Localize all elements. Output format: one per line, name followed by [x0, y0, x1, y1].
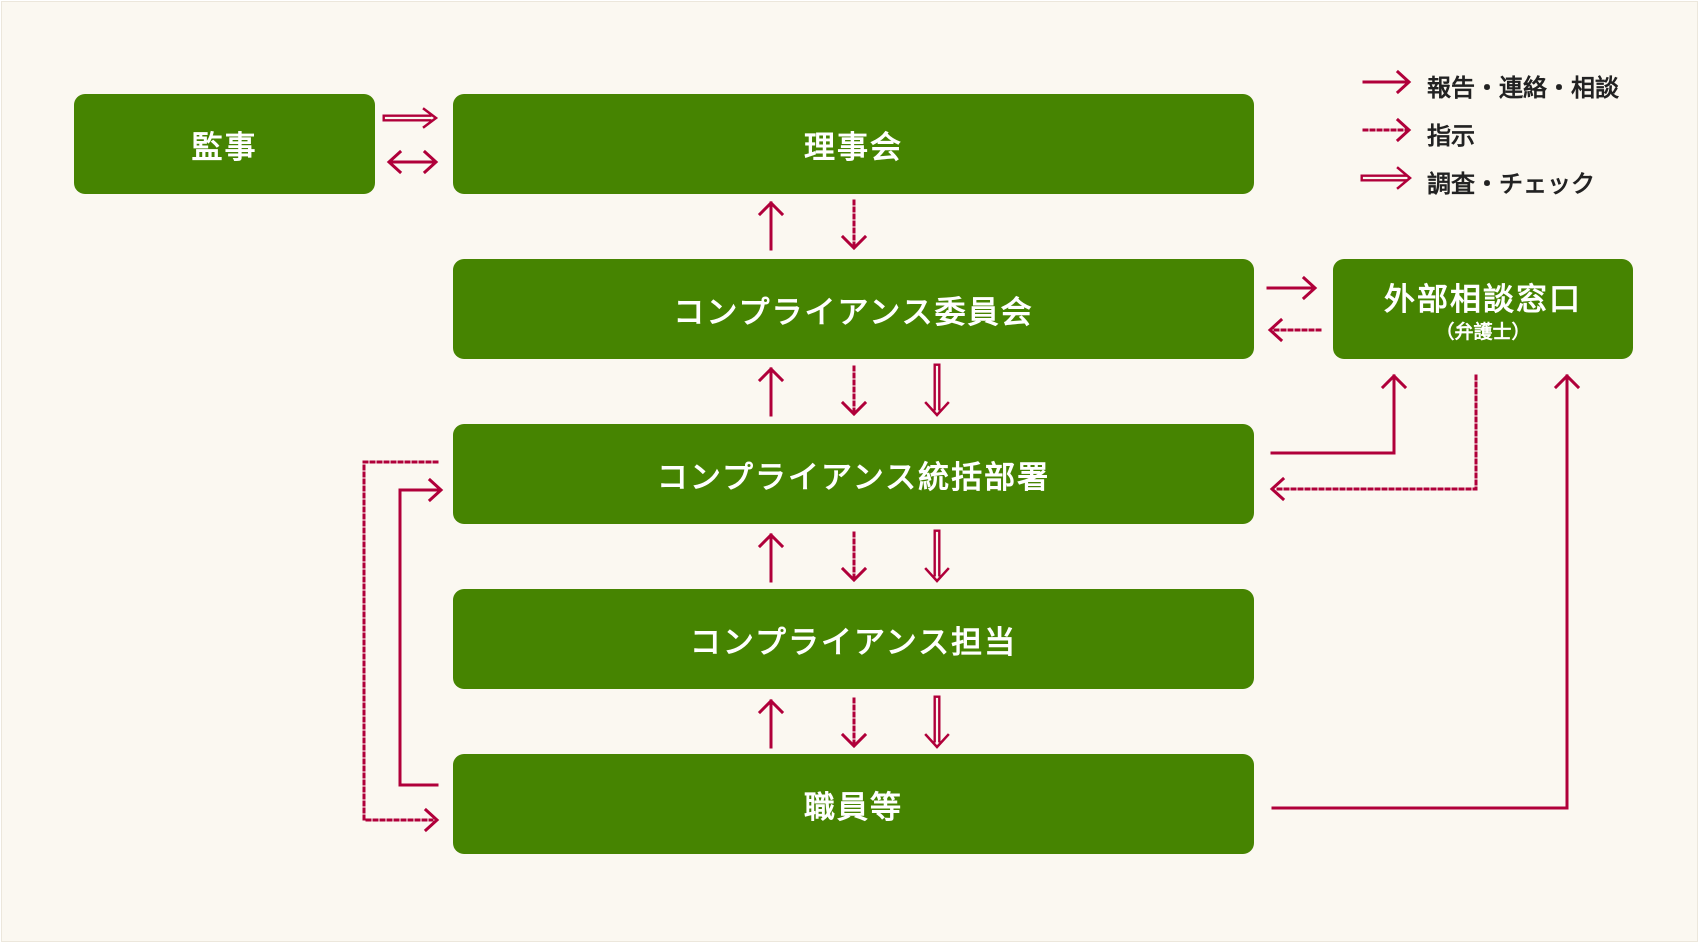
report-arrow-committee-to-board: [757, 200, 785, 251]
report-arrow-staff-to-external: [1271, 373, 1581, 810]
instruction-arrow-officer-to-staff: [840, 697, 868, 749]
box-external-consultation-label: 外部相談窓口: [1384, 282, 1582, 318]
instruction-arrow-board-to-committee: [840, 199, 868, 251]
report-arrow-staff-to-department: [398, 477, 444, 787]
instruction-arrow-external-to-department: [1269, 374, 1478, 502]
box-compliance-committee: コンプライアンス委員会: [453, 259, 1254, 359]
instruction-arrow-department-to-officer: [840, 531, 868, 583]
box-staff-label: 職員等: [804, 789, 903, 826]
instruction-arrow-external-to-committee: [1267, 317, 1322, 343]
instruction-arrow-committee-to-department: [840, 365, 868, 417]
legend-instruction-label: 指示: [1427, 122, 1475, 150]
audit-arrow-kanji-to-rijikai: [382, 107, 439, 129]
report-arrow-department-to-committee: [757, 366, 785, 417]
audit-arrow-department-to-officer: [924, 529, 950, 583]
box-rijikai: 理事会: [453, 94, 1254, 194]
box-compliance-officer-label: コンプライアンス担当: [689, 624, 1018, 661]
box-compliance-officer: コンプライアンス担当: [453, 589, 1254, 689]
box-compliance-department: コンプライアンス統括部署: [453, 424, 1254, 524]
report-arrow-staff-to-officer: [757, 698, 785, 749]
audit-arrow-committee-to-department: [924, 363, 950, 417]
box-compliance-committee-label: コンプライアンス委員会: [673, 294, 1034, 331]
report-arrow-committee-to-external: [1266, 275, 1318, 301]
legend-report-label: 報告・連絡・相談: [1427, 74, 1619, 102]
box-rijikai-label: 理事会: [804, 129, 903, 166]
box-external-consultation: 外部相談窓口 （弁護士）: [1333, 259, 1633, 359]
legend-audit-arrow: [1360, 166, 1412, 190]
box-compliance-department-label: コンプライアンス統括部署: [656, 459, 1051, 496]
box-external-consultation-sub: （弁護士）: [1435, 321, 1531, 343]
legend-instruction-arrow: [1362, 117, 1412, 143]
report-arrow-officer-to-department: [757, 532, 785, 583]
box-kanji-label: 監事: [191, 129, 258, 166]
legend-audit-label: 調査・チェック: [1427, 170, 1595, 198]
audit-arrow-officer-to-staff: [924, 695, 950, 749]
box-kanji: 監事: [74, 94, 375, 194]
legend-report-arrow: [1362, 69, 1412, 95]
box-staff: 職員等: [453, 754, 1254, 854]
instruction-arrow-department-to-staff: [362, 460, 440, 833]
report-arrow-department-to-external: [1270, 373, 1408, 455]
report-arrow-kanji-rijikai: [386, 149, 439, 175]
